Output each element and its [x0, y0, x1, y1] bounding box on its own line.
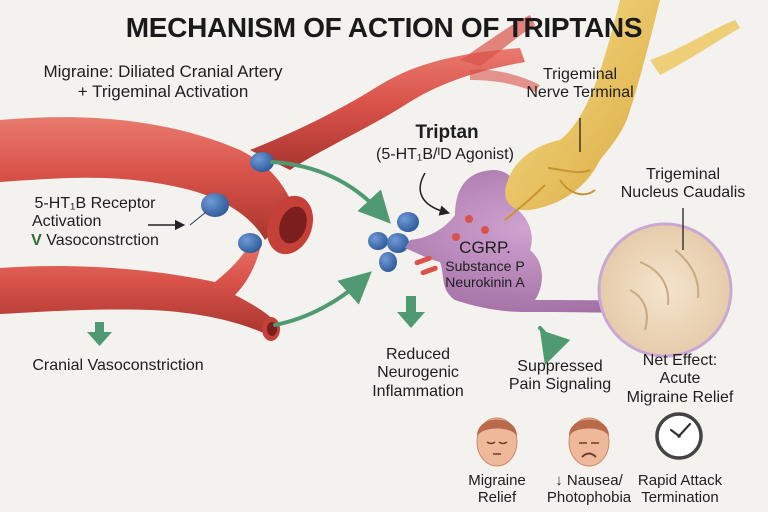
trigeminal-nerve-terminal — [504, 0, 740, 221]
nerve-terminal-label: Trigeminal Nerve Terminal — [515, 66, 645, 103]
net-effect-line-3: Migraine Relief — [626, 388, 734, 406]
neuropeptides-label: CGRP. Substance P Neurokinin A — [435, 238, 535, 290]
dilated-cranial-artery — [0, 15, 540, 255]
net-effect-line-2: Acute — [659, 370, 701, 388]
outcome-migraine-relief: Migraine Relief — [457, 472, 537, 507]
outcome-rapid-termination: Rapid Attack Termination — [630, 472, 730, 507]
migraine-state-line-2: + Trigeminal Activation — [77, 81, 249, 101]
down-arrows — [87, 296, 425, 346]
reduced-line-1: Reduced — [385, 346, 451, 363]
receptor-line-2: Activation — [32, 213, 102, 231]
reduced-inflammation-label: Reduced Neurogenic Inflammation — [358, 346, 478, 401]
clock-icon — [655, 412, 703, 460]
substance-p-label: Substance P — [445, 257, 525, 274]
outcome-nausea: ↓ Nausea/ Photophobia — [544, 472, 634, 507]
receptor-label: 5-HT₁B Receptor Activation V Vasoconstrc… — [10, 195, 180, 250]
reduced-line-3: Inflammation — [372, 382, 464, 400]
cgrp-label: CGRP. — [459, 238, 511, 257]
triptan-label: Triptan — [415, 122, 479, 143]
outcome-label-line-1: ↓ Nausea/ — [555, 472, 623, 489]
trigeminal-nucleus-caudalis — [597, 208, 733, 358]
net-effect-label: Net Effect: Acute Migraine Relief — [615, 352, 745, 407]
outcome-label-line-1: Rapid Attack — [637, 472, 723, 489]
triptan-pointer-arrow — [419, 172, 451, 216]
migraine-state-line-1: Migraine: Diliated Cranial Artery — [43, 62, 283, 81]
green-arrows — [270, 160, 571, 366]
outcome-label-line-1: Migraine — [468, 472, 526, 489]
outcome-label-line-2: Relief — [477, 489, 517, 507]
5ht1b-receptors — [189, 152, 274, 253]
calm-face-icon — [476, 417, 518, 467]
neurokinin-a-label: Neurokinin A — [445, 273, 525, 290]
nauseous-face-icon — [568, 417, 610, 467]
outcome-label-line-2: Photophobia — [546, 489, 632, 507]
nerve-terminal-line-1: Trigeminal — [542, 66, 618, 83]
receptor-line-1: 5-HT₁B Receptor — [34, 195, 156, 212]
nerve-terminal-line-2: Nerve Terminal — [526, 84, 634, 102]
outcome-label-line-2: Termination — [641, 489, 719, 507]
suppressed-line-2: Pain Signaling — [508, 376, 612, 394]
receptor-line-3: V Vasoconstrction — [31, 231, 159, 249]
page-title: MECHANISM OF ACTION OF TRIPTANS — [125, 12, 643, 43]
suppressed-pain-label: Suppressed Pain Signaling — [500, 358, 620, 395]
reduced-line-2: Neurogenic — [377, 364, 459, 382]
suppressed-line-1: Suppressed — [517, 358, 603, 375]
nucleus-line-1: Trigeminal — [645, 166, 721, 183]
triptan-subtitle: (5-HT₁B/ᴵD Agonist) — [376, 146, 514, 163]
cranial-artery-lower — [0, 235, 280, 341]
migraine-state-label: Migraine: Diliated Cranial Artery + Trig… — [28, 62, 298, 101]
nucleus-line-2: Nucleus Caudalis — [620, 184, 746, 202]
cranial-vasoconstriction-label: Cranial Vasoconstriction — [32, 357, 204, 374]
trigeminal-terminal-neuron — [405, 170, 705, 315]
triptan-molecules — [368, 212, 419, 272]
net-effect-line-1: Net Effect: — [642, 352, 718, 369]
nucleus-label: Trigeminal Nucleus Caudalis — [608, 166, 758, 203]
